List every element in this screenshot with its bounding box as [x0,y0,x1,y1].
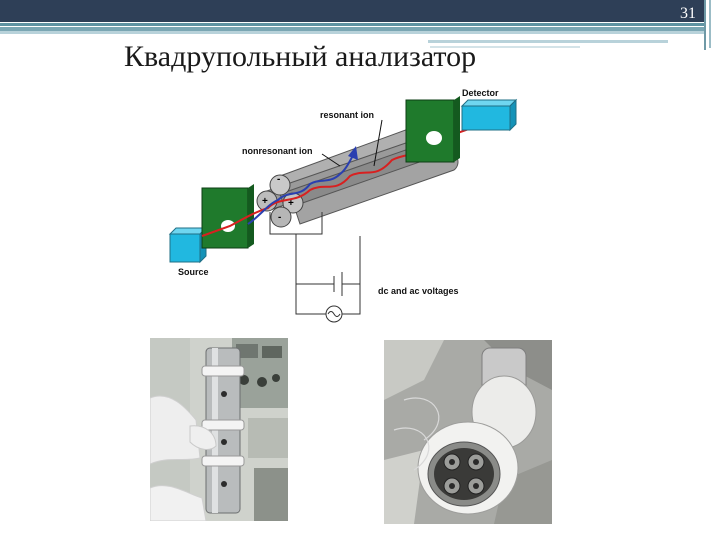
header-right-edge [709,0,711,48]
title-accent-bar [430,46,580,48]
rod-sign: + [262,196,268,207]
voltage-circuit [269,212,361,323]
detector-box [460,98,518,132]
nonresonant-ion-arrowhead [348,146,358,160]
header-stripe [0,31,704,34]
voltages-label: dc and ac voltages [378,286,459,296]
resonant-ion-path [201,117,501,237]
quadrupole-diagram: Source + - + - Detector resonant ion [168,88,518,323]
rod-sign: - [278,212,281,223]
slide-title: Квадрупольный анализатор [124,40,477,73]
entrance-plate [201,184,254,249]
rod-sign: + [288,198,294,209]
nonresonant-ion-path [247,153,355,225]
nonresonant-ion-leader [321,153,341,167]
header-stripe [0,27,704,31]
header-band [0,0,720,22]
nonresonant-ion-label: nonresonant ion [242,146,313,156]
rod-sign: - [277,174,280,185]
page-number: 31 [680,5,696,22]
title-accent-bar [428,40,668,43]
quadrupole-photo-end-view [384,340,552,524]
header-stripe [0,23,704,26]
resonant-ion-leader [373,119,383,167]
source-label: Source [178,267,209,277]
quadrupole-photo-hands [150,338,288,521]
detector-label: Detector [462,88,499,98]
exit-plate [405,96,460,163]
header-right-edge [704,0,720,50]
resonant-ion-label: resonant ion [320,110,374,120]
source-box [168,226,208,264]
